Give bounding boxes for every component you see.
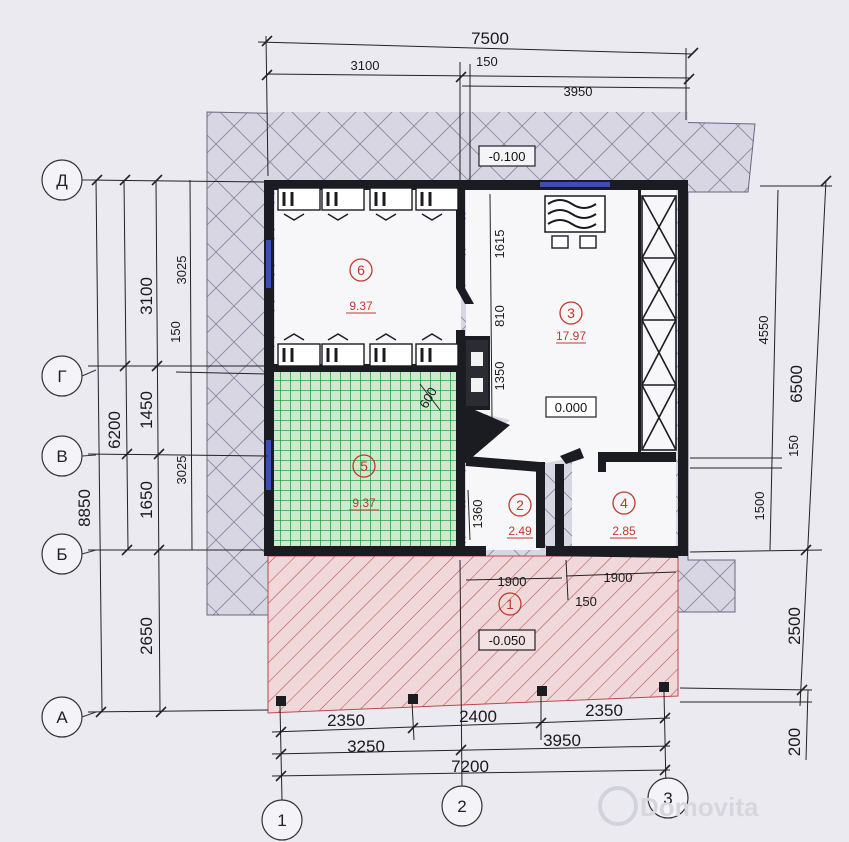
room-5-number: 5 (360, 458, 368, 474)
bunk-row-top (277, 187, 459, 221)
axis-row-v: В (56, 447, 67, 466)
watermark-text: Domovita (640, 792, 759, 822)
room-2-area: 2.49 (508, 524, 532, 538)
dim-left-1650: 1650 (137, 481, 156, 519)
room-6-number: 6 (357, 262, 365, 278)
dim-left-6200: 6200 (105, 411, 124, 449)
dimension-lines (87, 35, 832, 801)
dim-right-2500: 2500 (785, 607, 804, 645)
stove-icon (466, 340, 488, 406)
axis-col-3: 3 (663, 789, 672, 808)
dim-right-1500: 1500 (752, 492, 767, 521)
room-1-number: 1 (506, 596, 514, 612)
dim-bottom-7200: 7200 (451, 757, 489, 776)
room-4-number: 4 (620, 495, 628, 511)
level-box-floor (545, 396, 597, 418)
dim-1615: 1615 (492, 230, 507, 259)
level-box-terrace (478, 629, 536, 651)
axis-row-g: Г (57, 367, 66, 386)
room-circles (349, 258, 636, 616)
dim-1360: 1360 (470, 500, 485, 529)
dim-1350: 1350 (492, 362, 507, 391)
dim-bottom-2350-b: 2350 (585, 701, 623, 720)
dim-left-3100: 3100 (137, 277, 156, 315)
room-5-tile (273, 372, 463, 550)
dim-top-right: 3950 (564, 84, 593, 99)
axis-col-2: 2 (457, 797, 466, 816)
axis-bubble-lines (81, 179, 97, 718)
dim-150-inner: 150 (575, 594, 597, 609)
room-6-area: 9.37 (349, 299, 373, 313)
dim-left-8850: 8850 (75, 489, 94, 527)
dim-810: 810 (492, 305, 507, 327)
room-4-area: 2.85 (612, 524, 636, 538)
columns (276, 682, 669, 706)
axis-col-1: 1 (277, 811, 286, 830)
dim-bottom-2400: 2400 (459, 707, 497, 726)
dim-right-200: 200 (785, 728, 804, 756)
wardrobe-bracing (641, 195, 677, 451)
dim-right-4550: 4550 (756, 316, 771, 345)
room-5-area: 9.37 (352, 496, 376, 510)
level-floor: 0.000 (555, 400, 588, 415)
dim-left-3025-top: 3025 (174, 256, 189, 285)
level-box-top (478, 145, 536, 167)
level-top: -0.100 (489, 149, 526, 164)
dim-left-2650: 2650 (137, 617, 156, 655)
bunk-row-middle (277, 333, 459, 367)
axis-row-b: Б (56, 545, 67, 564)
watermark: Domovita (598, 786, 759, 826)
window-marks (266, 182, 610, 490)
dim-bottom-2350-a: 2350 (327, 711, 365, 730)
axis-bubbles (41, 159, 689, 841)
dim-top-left: 3100 (351, 58, 380, 73)
dim-top-mid: 150 (476, 54, 498, 69)
level-terrace: -0.050 (489, 633, 526, 648)
dim-left-150: 150 (168, 321, 183, 343)
dim-bottom-3950: 3950 (543, 731, 581, 750)
terrace-area (267, 555, 679, 714)
dim-1900-a: 1900 (498, 574, 527, 589)
dimension-ticks (91, 35, 832, 782)
dim-left-1450: 1450 (137, 391, 156, 429)
axis-row-a: А (56, 708, 68, 727)
axis-row-d: Д (56, 171, 68, 190)
dim-left-3025-bottom: 3025 (174, 456, 189, 485)
dim-top-total: 7500 (471, 29, 509, 48)
room-3-area: 17.97 (556, 329, 586, 343)
dim-bottom-3250: 3250 (347, 737, 385, 756)
dim-right-total: 6500 (787, 365, 806, 403)
table-icon (544, 195, 606, 249)
room-3-number: 3 (567, 305, 575, 321)
room-2-number: 2 (516, 497, 524, 513)
dim-1900-b: 1900 (604, 570, 633, 585)
dim-right-150: 150 (786, 435, 801, 457)
room-area-underlines (346, 312, 637, 539)
